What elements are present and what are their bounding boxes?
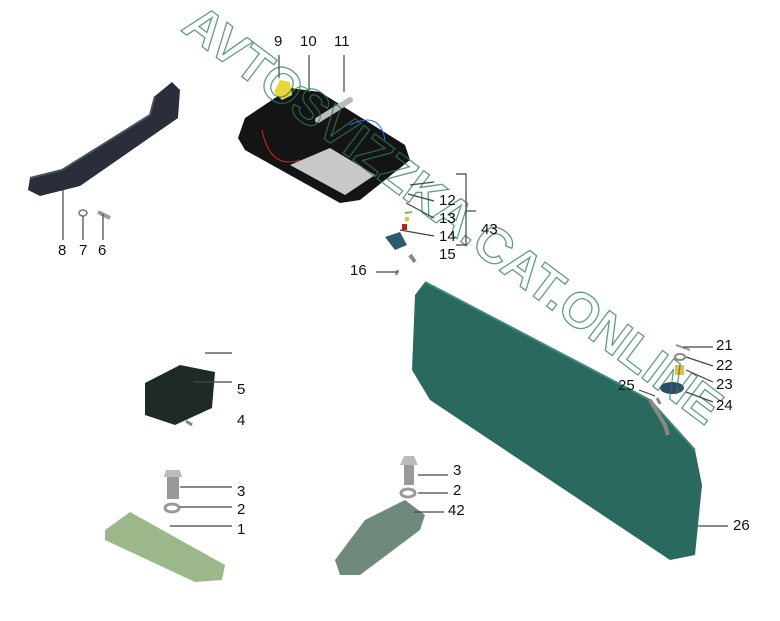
callout-4: 4 (237, 412, 246, 429)
visor-holder-part (660, 382, 684, 394)
callout-2: 2 (237, 501, 246, 518)
callout-42: 42 (448, 502, 465, 519)
callout-8: 8 (58, 242, 67, 259)
bracket-part (105, 512, 225, 582)
lamp-housing-part (238, 86, 410, 203)
callout-12: 12 (439, 192, 456, 209)
callout-9: 9 (274, 33, 283, 50)
callout-11: 11 (334, 33, 350, 50)
callout-2b: 2 (453, 482, 462, 499)
callout-7: 7 (79, 242, 88, 259)
bulb-part (274, 80, 292, 100)
visor-clip-part (385, 232, 407, 250)
callout-21: 21 (716, 337, 733, 354)
callout-3b: 3 (453, 462, 462, 479)
sun-visor-part (408, 253, 702, 560)
callout-22: 22 (716, 357, 733, 374)
lens-pin-part (315, 97, 353, 123)
leader-lines (62, 55, 728, 527)
callout-16: 16 (350, 262, 367, 279)
callout-15: 15 (439, 246, 456, 263)
grab-handle-part (28, 82, 180, 196)
callout-5: 5 (237, 381, 246, 398)
callout-13: 13 (439, 210, 456, 227)
screw-part (97, 210, 111, 220)
callout-6: 6 (98, 242, 107, 259)
callout-23: 23 (716, 376, 733, 393)
callout-26: 26 (733, 517, 750, 534)
callout-43: 43 (481, 221, 498, 238)
clip-block-part (145, 365, 215, 425)
washer-part (78, 209, 88, 217)
callout-10: 10 (300, 33, 317, 50)
callout-14: 14 (439, 228, 456, 245)
callout-25: 25 (618, 377, 635, 394)
visor-bracket-part (335, 500, 425, 575)
callout-3: 3 (237, 483, 246, 500)
callout-24: 24 (716, 397, 733, 414)
callout-1: 1 (237, 521, 246, 538)
